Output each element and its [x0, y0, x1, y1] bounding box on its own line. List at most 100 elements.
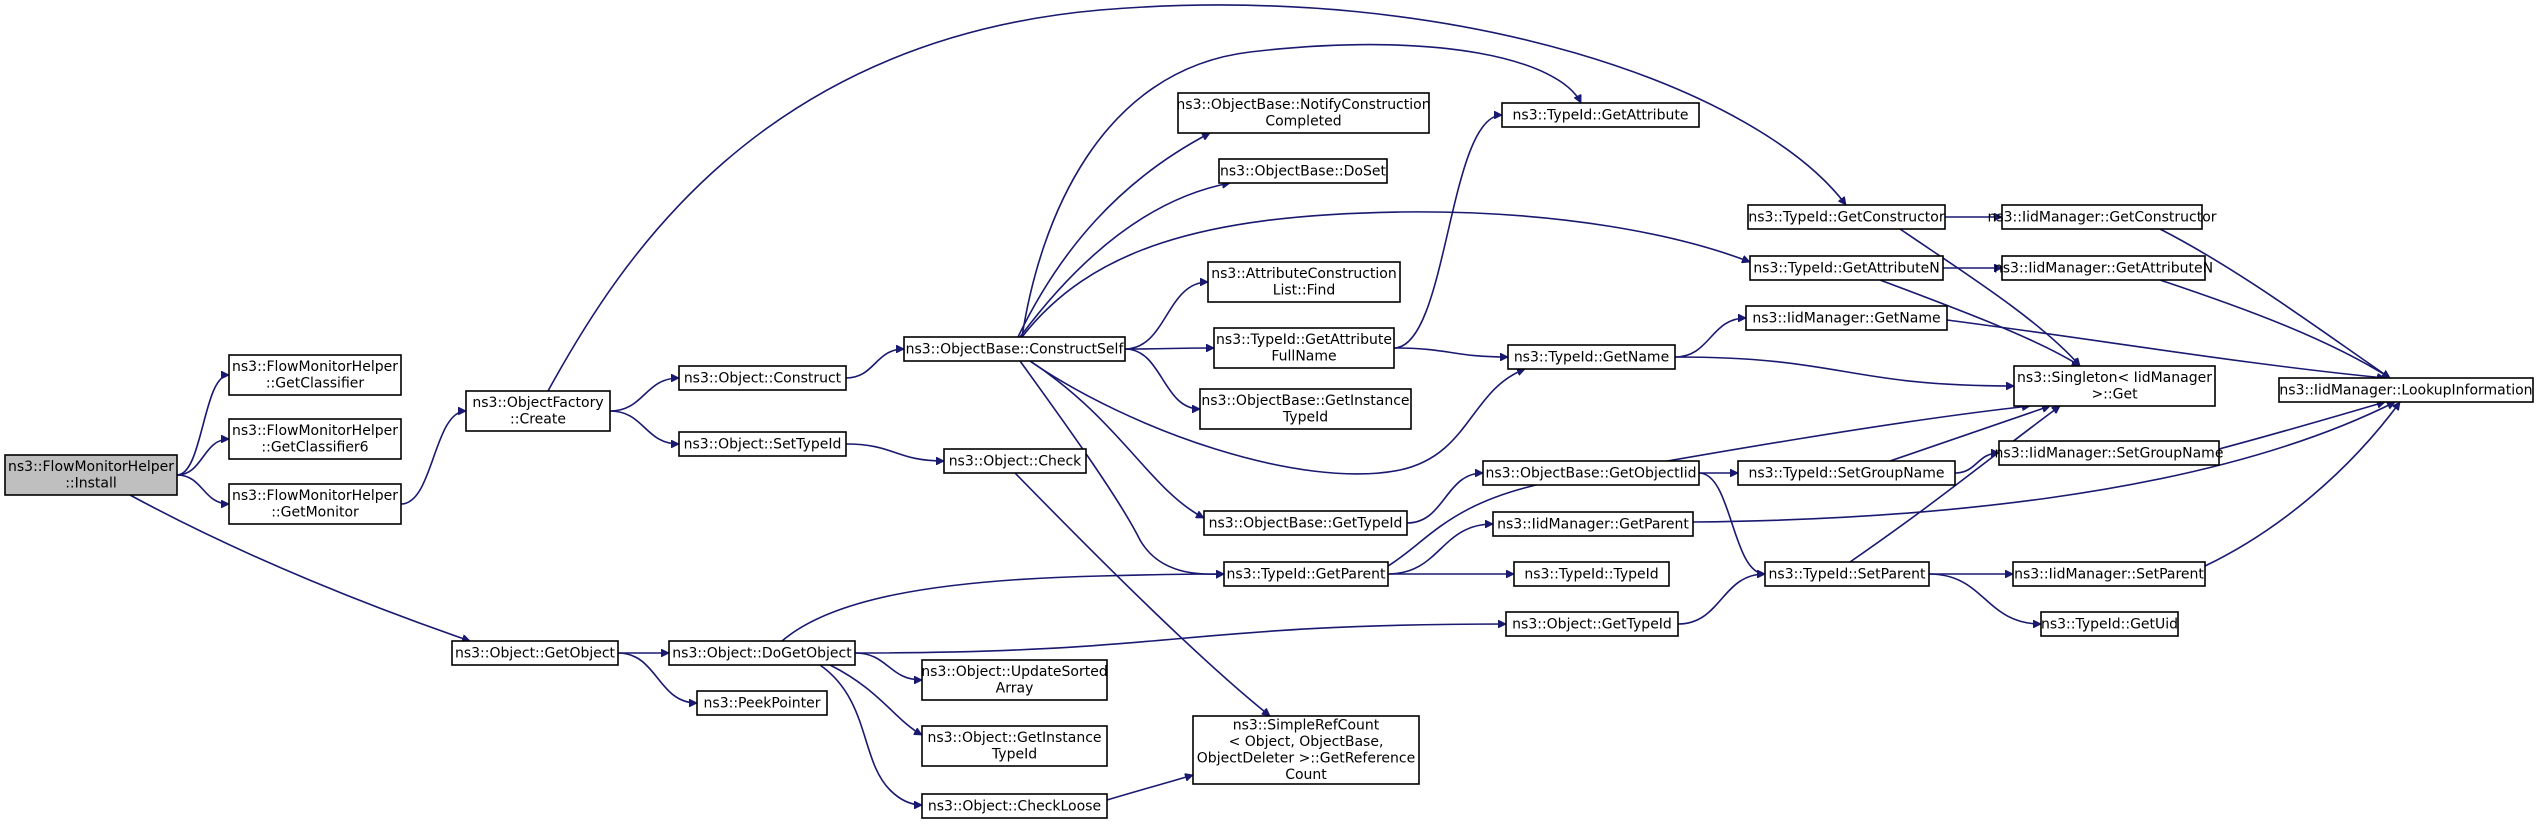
node-object_getobject[interactable]: ns3::Object::GetObject: [451, 640, 619, 666]
edge-constructself-to-getattributefullname: [1124, 348, 1214, 349]
edge-typeid_setgroupname-to-iid_setgroupname: [1954, 453, 2000, 474]
node-box: [1507, 344, 1676, 370]
node-iid_getparent[interactable]: ns3::IidManager::GetParent: [1492, 511, 1694, 537]
node-typeid_getname[interactable]: ns3::TypeId::GetName: [1507, 344, 1676, 370]
node-label: ns3::Singleton< IidManager: [2017, 370, 2212, 386]
edge-object_dogetobject-to-update_sorted: [854, 652, 922, 680]
edge-install-to-getclassifier6: [176, 439, 230, 476]
node-box: [1745, 305, 1948, 331]
edge-typeid_getname-to-iid_getname: [1674, 318, 1746, 358]
node-label: ns3::Object::CheckLoose: [928, 798, 1101, 814]
edge-object_getobject-to-peekpointer: [617, 652, 697, 703]
node-iid_getname[interactable]: ns3::IidManager::GetName: [1745, 305, 1948, 331]
node-box: [1764, 561, 1930, 587]
node-install[interactable]: ns3::FlowMonitorHelper::Install: [4, 454, 178, 496]
edge-install-to-getmonitor: [176, 474, 230, 504]
edge-objfactory_create-to-typeid_getconstructor: [547, 4, 1847, 392]
node-box: [1223, 561, 1389, 587]
node-label: Completed: [1265, 114, 1341, 130]
node-label: ns3::ObjectBase::GetObjectIid: [1485, 465, 1696, 481]
node-box: [1199, 388, 1412, 430]
node-typeid_getparent[interactable]: ns3::TypeId::GetParent: [1223, 561, 1389, 587]
node-label: ns3::IidManager::SetGroupName: [1995, 445, 2224, 461]
node-ob_getobjectiid[interactable]: ns3::ObjectBase::GetObjectIid: [1482, 460, 1700, 486]
node-box: [2013, 365, 2216, 407]
node-iid_setparent[interactable]: ns3::IidManager::SetParent: [2012, 561, 2206, 587]
node-label: FullName: [1271, 349, 1336, 365]
edge-constructself-to-doset: [1019, 183, 1230, 338]
node-box: [1492, 511, 1694, 537]
node-label: ns3::FlowMonitorHelper: [8, 459, 174, 475]
edge-iid_getattributen-to-iid_lookupinformation: [2159, 279, 2390, 379]
node-peekpointer[interactable]: ns3::PeekPointer: [696, 690, 828, 716]
node-getmonitor[interactable]: ns3::FlowMonitorHelper::GetMonitor: [228, 483, 402, 525]
edge-constructself-to-ob_getinstancetypeid: [1124, 348, 1200, 409]
node-typeid_getattribute[interactable]: ns3::TypeId::GetAttribute: [1501, 102, 1700, 128]
node-constructself[interactable]: ns3::ObjectBase::ConstructSelf: [903, 336, 1126, 362]
node-box: [1998, 440, 2220, 466]
node-typeid_getattributen[interactable]: ns3::TypeId::GetAttributeN: [1749, 255, 1944, 281]
node-label: ns3::TypeId::SetParent: [1769, 566, 1926, 582]
node-notifyconstruction[interactable]: ns3::ObjectBase::NotifyConstructionCompl…: [1176, 92, 1431, 134]
edge-object_settypeid-to-object_check: [845, 443, 944, 461]
node-object_check[interactable]: ns3::Object::Check: [943, 448, 1087, 474]
node-iid_setgroupname[interactable]: ns3::IidManager::SetGroupName: [1995, 440, 2224, 466]
node-iid_getconstructor[interactable]: ns3::IidManager::GetConstructor: [1987, 204, 2217, 230]
node-label: ::Install: [65, 476, 117, 492]
node-label: ns3::ObjectBase::ConstructSelf: [906, 341, 1125, 357]
node-box: [2001, 255, 2206, 281]
node-box: [668, 640, 856, 666]
node-ob_gettypeid[interactable]: ns3::ObjectBase::GetTypeId: [1203, 510, 1408, 536]
edge-iid_setgroupname-to-iid_lookupinformation: [2218, 402, 2385, 450]
node-box: [2012, 561, 2206, 587]
node-checkloose[interactable]: ns3::Object::CheckLoose: [921, 793, 1108, 819]
node-singleton_get[interactable]: ns3::Singleton< IidManager>::Get: [2013, 365, 2216, 407]
node-object_construct[interactable]: ns3::Object::Construct: [678, 365, 847, 391]
node-getclassifier[interactable]: ns3::FlowMonitorHelper::GetClassifier: [228, 354, 402, 396]
node-object_gettypeid[interactable]: ns3::Object::GetTypeId: [1505, 611, 1679, 637]
node-object_dogetobject[interactable]: ns3::Object::DoGetObject: [668, 640, 856, 666]
node-box: [678, 431, 847, 457]
node-doset[interactable]: ns3::ObjectBase::DoSet: [1218, 158, 1388, 184]
edge-constructself-to-typeid_getattributen: [1021, 211, 1750, 338]
node-iid_getattributen[interactable]: ns3::IidManager::GetAttributeN: [1994, 255, 2213, 281]
node-typeid_typeid[interactable]: ns3::TypeId::TypeId: [1513, 561, 1670, 587]
node-typeid_setparent[interactable]: ns3::TypeId::SetParent: [1764, 561, 1930, 587]
node-label: ns3::IidManager::GetName: [1752, 310, 1940, 326]
node-label: ::GetClassifier6: [261, 440, 368, 456]
node-box: [943, 448, 1087, 474]
node-typeid_setgroupname[interactable]: ns3::TypeId::SetGroupName: [1737, 460, 1956, 486]
node-label: ns3::FlowMonitorHelper: [232, 488, 398, 504]
node-iid_lookupinformation[interactable]: ns3::IidManager::LookupInformation: [2278, 377, 2534, 403]
node-object_settypeid[interactable]: ns3::Object::SetTypeId: [678, 431, 847, 457]
node-box: [228, 483, 402, 525]
node-label: ns3::ObjectBase::GetInstance: [1201, 393, 1409, 409]
node-label: ns3::FlowMonitorHelper: [232, 423, 398, 439]
node-getclassifier6[interactable]: ns3::FlowMonitorHelper::GetClassifier6: [228, 418, 402, 460]
node-label: ns3::IidManager::SetParent: [2014, 566, 2204, 582]
edge-iid_getname-to-iid_lookupinformation: [1946, 319, 2385, 378]
node-box: [1218, 158, 1388, 184]
node-label: ns3::TypeId::GetName: [1514, 349, 1669, 365]
node-box: [1213, 327, 1395, 369]
edge-iid_getconstructor-to-iid_lookupinformation: [2159, 228, 2390, 379]
edge-getattributefullname-to-typeid_getattribute: [1393, 115, 1503, 349]
node-box: [4, 454, 178, 496]
edge-object_dogetobject-to-obj_getinstancetypeid: [829, 664, 922, 736]
node-label: ns3::Object::GetObject: [455, 645, 616, 661]
node-label: ns3::SimpleRefCount: [1233, 718, 1380, 734]
node-simplerefcount[interactable]: ns3::SimpleRefCount< Object, ObjectBase,…: [1192, 715, 1420, 785]
node-label: List::Find: [1273, 283, 1336, 299]
node-typeid_getconstructor[interactable]: ns3::TypeId::GetConstructor: [1747, 204, 1946, 230]
node-typeid_getuid[interactable]: ns3::TypeId::GetUid: [2040, 611, 2179, 637]
node-box: [921, 725, 1108, 767]
node-objfactory_create[interactable]: ns3::ObjectFactory::Create: [465, 390, 611, 432]
node-label: ns3::TypeId::GetAttributeN: [1753, 260, 1939, 276]
edge-layer: [129, 4, 2401, 805]
